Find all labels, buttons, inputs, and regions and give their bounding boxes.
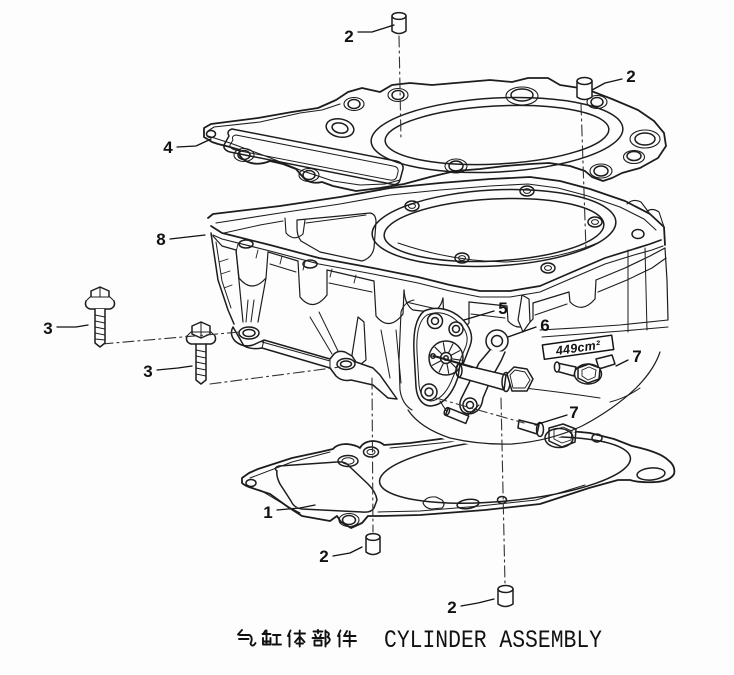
svg-text:1: 1 <box>263 503 272 522</box>
svg-text:2: 2 <box>319 547 328 566</box>
svg-text:8: 8 <box>156 230 165 249</box>
svg-text:7: 7 <box>569 403 578 422</box>
svg-text:3: 3 <box>143 362 152 381</box>
svg-text:2: 2 <box>447 598 456 617</box>
svg-text:CYLINDER ASSEMBLY: CYLINDER ASSEMBLY <box>384 626 602 655</box>
svg-text:2: 2 <box>344 27 353 46</box>
svg-text:449cm²: 449cm² <box>554 338 602 358</box>
svg-text:2: 2 <box>626 67 635 86</box>
svg-text:6: 6 <box>540 316 549 335</box>
svg-text:7: 7 <box>632 347 641 366</box>
svg-text:5: 5 <box>498 299 507 318</box>
svg-text:4: 4 <box>163 138 173 157</box>
svg-text:3: 3 <box>43 319 52 338</box>
